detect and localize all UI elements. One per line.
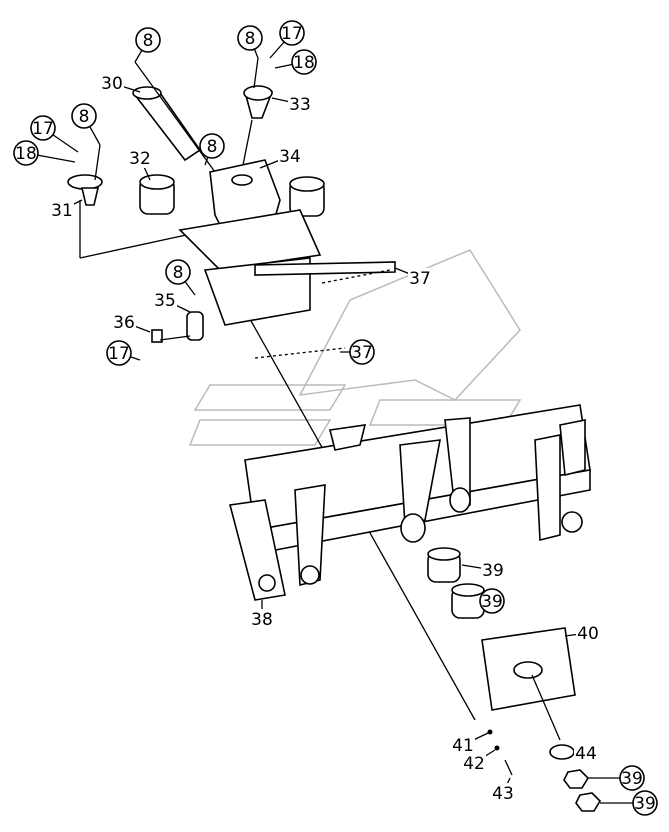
part-41-43-fasteners <box>487 729 513 776</box>
callout-number: 8 <box>143 31 154 51</box>
part-35-bushing <box>151 311 204 343</box>
callout-41: 41 <box>451 732 489 756</box>
callout-number: 30 <box>101 74 123 94</box>
callout-number: 44 <box>575 744 597 764</box>
callout-30: 30 <box>100 73 141 94</box>
callout-number: 33 <box>289 95 311 115</box>
callout-18: 18 <box>13 140 76 166</box>
callout-number: 17 <box>281 24 303 44</box>
callout-number: 8 <box>173 263 184 283</box>
callout-circle <box>106 340 132 366</box>
callout-number: 8 <box>207 137 218 157</box>
part-32-spring <box>139 174 325 217</box>
callout-number: 8 <box>79 107 90 127</box>
callout-33: 33 <box>271 94 312 115</box>
part-39-bushings <box>427 547 485 619</box>
callout-circle <box>632 790 658 816</box>
callout-8: 8 <box>165 259 196 296</box>
callout-circle <box>30 115 56 141</box>
callout-number: 8 <box>245 29 256 49</box>
callout-number: 38 <box>251 610 273 630</box>
callout-31: 31 <box>50 199 83 221</box>
callout-8: 8 <box>237 25 263 59</box>
callout-39: 39 <box>461 560 505 581</box>
callout-32: 32 <box>128 148 152 181</box>
callout-number: 43 <box>492 784 514 804</box>
callout-circle <box>237 25 263 51</box>
callout-number: 17 <box>32 119 54 139</box>
callout-43: 43 <box>491 777 515 804</box>
callout-number: 36 <box>113 313 135 333</box>
part-44-washer-and-nuts <box>549 744 602 812</box>
callout-42: 42 <box>462 749 496 774</box>
callout-34: 34 <box>259 146 302 169</box>
callout-38: 38 <box>250 600 274 630</box>
callout-circle <box>71 103 97 129</box>
callout-number: 35 <box>154 291 176 311</box>
callout-labels: 8 30 8 17 18 33 8 17 18 8 34 32 31 37 8 35 36 17 37 39 39 40 3… <box>13 20 658 816</box>
callout-circle <box>135 27 161 53</box>
callout-number: 18 <box>293 53 315 73</box>
callout-35: 35 <box>153 290 191 313</box>
callout-number: 17 <box>108 344 130 364</box>
part-33-bracket <box>239 57 274 181</box>
callout-44: 44 <box>573 743 598 764</box>
callout-17: 17 <box>106 340 141 366</box>
callout-circle <box>199 133 225 159</box>
part-34-mount-plate <box>178 159 322 271</box>
callout-circle <box>349 339 375 365</box>
callout-number: 31 <box>51 201 73 221</box>
callout-17: 17 <box>30 115 79 153</box>
callout-37: 37 <box>394 267 432 289</box>
callout-number: 37 <box>351 343 373 363</box>
callout-8: 8 <box>199 133 225 166</box>
part-31-bracket <box>67 144 103 206</box>
callout-8: 8 <box>71 103 101 146</box>
callout-number: 34 <box>279 147 301 167</box>
callout-8: 8 <box>134 27 161 63</box>
callout-number: 41 <box>452 736 474 756</box>
callout-number: 39 <box>634 794 656 814</box>
callout-circle <box>619 765 645 791</box>
callout-number: 40 <box>577 624 599 644</box>
callout-number: 32 <box>129 149 151 169</box>
callout-circle <box>479 588 505 614</box>
callout-37: 37 <box>340 339 375 365</box>
callout-number: 37 <box>409 269 431 289</box>
callout-circle <box>279 20 305 46</box>
callout-number: 39 <box>481 592 503 612</box>
callout-number: 39 <box>621 769 643 789</box>
callout-number: 39 <box>482 561 504 581</box>
callout-39: 39 <box>479 588 505 614</box>
callout-number: 18 <box>15 144 37 164</box>
callout-39: 39 <box>600 790 658 816</box>
callout-number: 42 <box>463 754 485 774</box>
callout-18: 18 <box>274 49 317 75</box>
callout-36: 36 <box>112 312 151 333</box>
axis-line-left <box>79 231 201 259</box>
part-40-wear-plate <box>481 627 576 741</box>
part-38-main-frame <box>228 404 591 601</box>
callout-circle <box>165 259 191 285</box>
callout-circle <box>13 140 39 166</box>
callout-17: 17 <box>269 20 305 59</box>
callout-circle <box>291 49 317 75</box>
callout-40: 40 <box>564 623 600 644</box>
callout-39: 39 <box>588 765 645 791</box>
part-37-plates <box>203 257 396 359</box>
